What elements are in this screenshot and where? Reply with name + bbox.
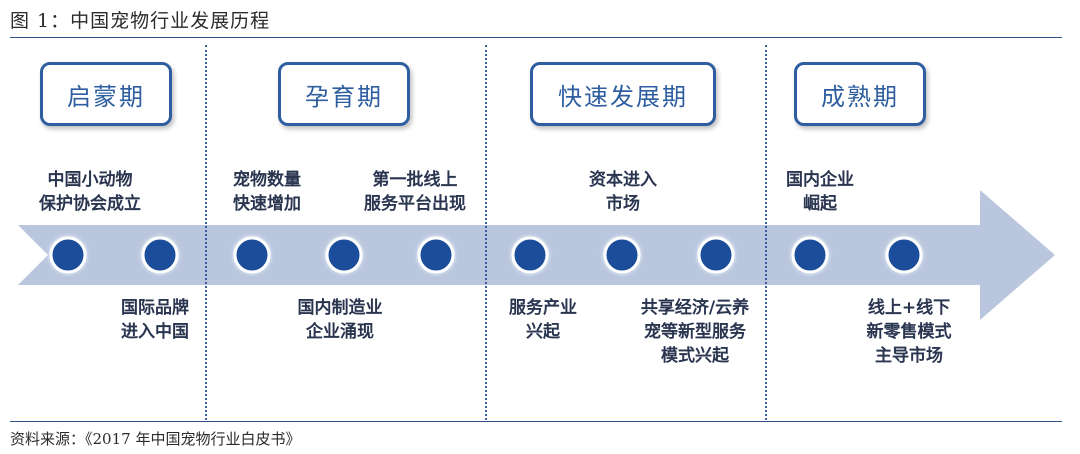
timeline-dot: [49, 236, 87, 274]
phase-divider: [765, 45, 767, 420]
phase-divider: [205, 45, 207, 420]
event-label-top: 第一批线上 服务平台出现: [364, 170, 466, 214]
event-label-bottom: 服务产业 兴起: [509, 298, 577, 342]
event-label-top: 国内企业 崛起: [786, 170, 854, 214]
timeline-dot: [885, 236, 923, 274]
phase-box-maturity: 成熟期: [794, 62, 926, 126]
timeline-dot: [233, 236, 271, 274]
timeline-dot: [325, 236, 363, 274]
figure-title: 图 1：中国宠物行业发展历程: [10, 10, 271, 32]
timeline-dot: [697, 236, 735, 274]
event-label-top: 中国小动物 保护协会成立: [39, 170, 141, 214]
bottom-rule: [10, 421, 1062, 422]
phase-box-rapid-growth: 快速发展期: [530, 62, 716, 126]
event-label-top: 宠物数量 快速增加: [233, 170, 301, 214]
figure-source: 资料来源：《2017 年中国宠物行业白皮书》: [10, 430, 301, 448]
timeline-dot: [511, 236, 549, 274]
timeline-dot: [141, 236, 179, 274]
event-label-bottom: 国际品牌 进入中国: [121, 298, 189, 342]
phase-box-incubation: 孕育期: [278, 62, 410, 126]
timeline-dot: [417, 236, 455, 274]
phase-divider: [485, 45, 487, 420]
phase-box-enlightenment: 启蒙期: [40, 62, 172, 126]
top-rule: [10, 37, 1062, 38]
event-label-bottom: 线上+线下 新零售模式 主导市场: [866, 298, 952, 366]
timeline-dot: [791, 236, 829, 274]
event-label-top: 资本进入 市场: [589, 170, 657, 214]
timeline-dots: [49, 236, 923, 274]
event-label-bottom: 国内制造业 企业涌现: [297, 298, 383, 342]
timeline-dot: [603, 236, 641, 274]
event-label-bottom: 共享经济/云养 宠等新型服务 模式兴起: [640, 298, 750, 366]
